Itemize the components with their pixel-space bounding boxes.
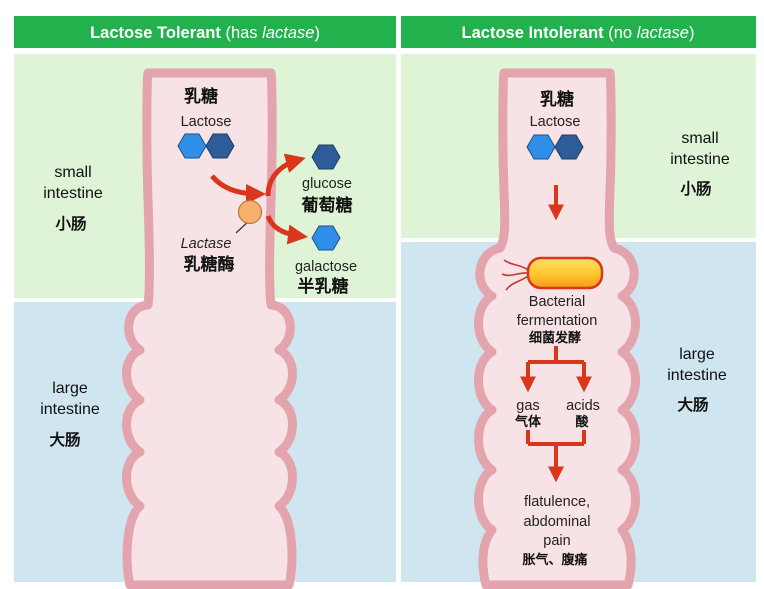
left-large-intestine-label-cn: 大肠 (49, 430, 80, 449)
left-header-bar (14, 16, 396, 48)
left-lactose-label-cn: 乳糖 (184, 86, 218, 106)
left-lactose-hexagon-2 (205, 133, 235, 159)
left-arrow-to-glucose (265, 153, 306, 197)
right-lactose-hexagon-2 (554, 134, 584, 160)
acids-label-cn: 酸 (575, 414, 589, 429)
symptoms-label-en1: flatulence, (524, 494, 590, 510)
right-large-intestine-label-en2: intestine (667, 367, 727, 384)
fermentation-label-en2: fermentation (517, 313, 598, 329)
right-small-intestine-label-cn: 小肠 (680, 180, 711, 198)
left-small-intestine-label-cn: 小肠 (55, 215, 86, 233)
right-large-intestine-label-cn: 大肠 (677, 395, 708, 414)
right-lactose-label-en: Lactose (530, 114, 581, 130)
glucose-label-cn: 葡萄糖 (301, 195, 353, 215)
left-arrow-to-galactose (265, 215, 308, 245)
glucose-label-en: glucose (302, 176, 352, 192)
right-header-bar (401, 16, 756, 48)
symptom-merge-arrows (526, 430, 586, 483)
fermentation-label-cn: 细菌发酵 (529, 330, 581, 345)
left-arrow-to-lactase (210, 174, 266, 204)
glucose-hexagon (311, 144, 341, 170)
left-small-intestine-label-en1: small (54, 164, 91, 181)
left-lactase-label-en: Lactase (181, 236, 232, 252)
symptoms-label-cn: 胀气、腹痛 (522, 552, 587, 567)
right-header-title: Lactose Intolerant (no lactase) (462, 24, 695, 42)
symptoms-label-en2: abdominal (524, 514, 591, 530)
left-lactase-label-cn: 乳糖酶 (184, 254, 235, 274)
left-lactose-label-en: Lactose (181, 114, 232, 130)
symptoms-label-en3: pain (543, 533, 570, 549)
fermentation-label-en1: Bacterial (529, 294, 585, 310)
right-large-intestine-label-en1: large (679, 346, 715, 363)
gas-label-en: gas (516, 398, 539, 414)
gas-label-cn: 气体 (515, 414, 542, 429)
right-lactose-label-cn: 乳糖 (540, 89, 574, 109)
left-large-intestine-label-en2: intestine (40, 401, 100, 418)
right-panel: Lactose Intolerant (no lactase) small in… (401, 16, 756, 589)
left-lactase-circle (237, 199, 263, 225)
left-large-intestine-label-en1: large (52, 380, 88, 397)
left-header-title: Lactose Tolerant (has lactase) (90, 24, 320, 42)
galactose-label-en: galactose (295, 259, 357, 275)
right-small-intestine-label-en1: small (681, 130, 718, 147)
galactose-hexagon (311, 225, 341, 251)
right-small-intestine-label-en2: intestine (670, 151, 730, 168)
fermentation-branch-arrows (520, 346, 592, 393)
bacterium-icon (501, 256, 604, 291)
left-small-intestine-label-en2: intestine (43, 185, 103, 202)
acids-label-en: acids (566, 398, 600, 414)
right-gut-tube (474, 68, 640, 589)
galactose-label-cn: 半乳糖 (298, 276, 349, 296)
left-panel: Lactose Tolerant (has lactase) small int… (14, 16, 396, 589)
